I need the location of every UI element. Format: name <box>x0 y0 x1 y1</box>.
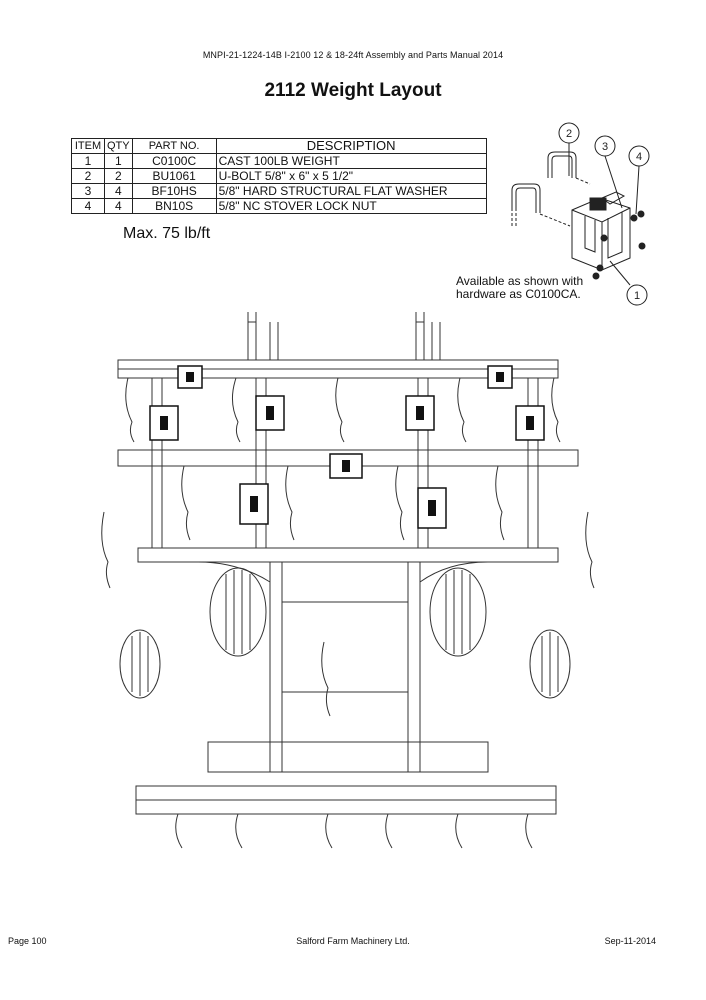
company-name: Salford Farm Machinery Ltd. <box>296 936 410 946</box>
qty-cell: 4 <box>104 198 133 214</box>
u-bolt-icon <box>511 151 591 228</box>
page-number: Page 100 <box>8 936 47 946</box>
cast-weight-icon <box>571 191 631 271</box>
item-cell: 2 <box>71 168 105 184</box>
svg-text:2: 2 <box>566 128 572 140</box>
callout-2: 2 <box>558 122 580 144</box>
availability-note-line-1: Available as shown with <box>456 274 584 288</box>
qty-cell: 1 <box>104 153 133 169</box>
table-row: 4 4 BN10S 5/8" NC STOVER LOCK NUT <box>71 198 487 214</box>
weight-layout-diagram <box>101 312 595 849</box>
callout-4: 4 <box>628 145 650 167</box>
page-title: 2112 Weight Layout <box>264 80 442 101</box>
availability-note: Available as shown with hardware as C010… <box>456 275 583 301</box>
weight-icon <box>149 365 545 529</box>
description-cell: CAST 100LB WEIGHT <box>215 153 487 169</box>
item-cell: 1 <box>71 153 105 169</box>
table-row: 1 1 C0100C CAST 100LB WEIGHT <box>71 153 487 169</box>
rear-frame <box>135 785 557 849</box>
table-row: 3 4 BF10HS 5/8" HARD STRUCTURAL FLAT WAS… <box>71 183 487 199</box>
callout-1: 1 <box>626 284 648 306</box>
part-no-cell: BU1061 <box>131 168 217 184</box>
print-date: Sep-11-2014 <box>604 936 656 946</box>
part-no-cell: BN10S <box>131 198 217 214</box>
part-no-cell: BF10HS <box>131 183 217 199</box>
svg-text:3: 3 <box>602 141 608 153</box>
item-cell: 4 <box>71 198 105 214</box>
parts-table: ITEM QTY PART NO. DESCRIPTION 1 1 C0100C… <box>71 138 487 214</box>
header-qty: QTY <box>104 138 133 154</box>
part-no-cell: C0100C <box>131 153 217 169</box>
document-header: MNPI-21-1224-14B I-2100 12 & 18-24ft Ass… <box>202 50 504 60</box>
description-cell: 5/8" HARD STRUCTURAL FLAT WASHER <box>215 183 487 199</box>
weight-core-icon <box>160 372 534 516</box>
header-description: DESCRIPTION <box>215 138 487 154</box>
parts-table-header-row: ITEM QTY PART NO. DESCRIPTION <box>71 138 487 154</box>
weight-assembly-illustration: 2 3 4 1 <box>511 122 650 306</box>
hitch-posts <box>247 312 441 360</box>
item-cell: 3 <box>71 183 105 199</box>
svg-text:4: 4 <box>636 151 642 163</box>
lock-nut-icon <box>592 210 646 280</box>
frame-rails <box>151 377 539 773</box>
qty-cell: 2 <box>104 168 133 184</box>
callout-3: 3 <box>594 135 616 157</box>
svg-text:1: 1 <box>634 290 640 302</box>
header-part-no: PART NO. <box>131 138 217 154</box>
cultivator-shanks <box>101 377 595 717</box>
qty-cell: 4 <box>104 183 133 199</box>
description-cell: U-BOLT 5/8" x 6" x 5 1/2" <box>215 168 487 184</box>
availability-note-line-2: hardware as C0100CA. <box>456 287 581 301</box>
description-cell: 5/8" NC STOVER LOCK NUT <box>215 198 487 214</box>
header-item: ITEM <box>71 138 105 154</box>
table-row: 2 2 BU1061 U-BOLT 5/8" x 6" x 5 1/2" <box>71 168 487 184</box>
max-weight-note: Max. 75 lb/ft <box>123 225 211 242</box>
gauge-wheels <box>119 567 571 699</box>
